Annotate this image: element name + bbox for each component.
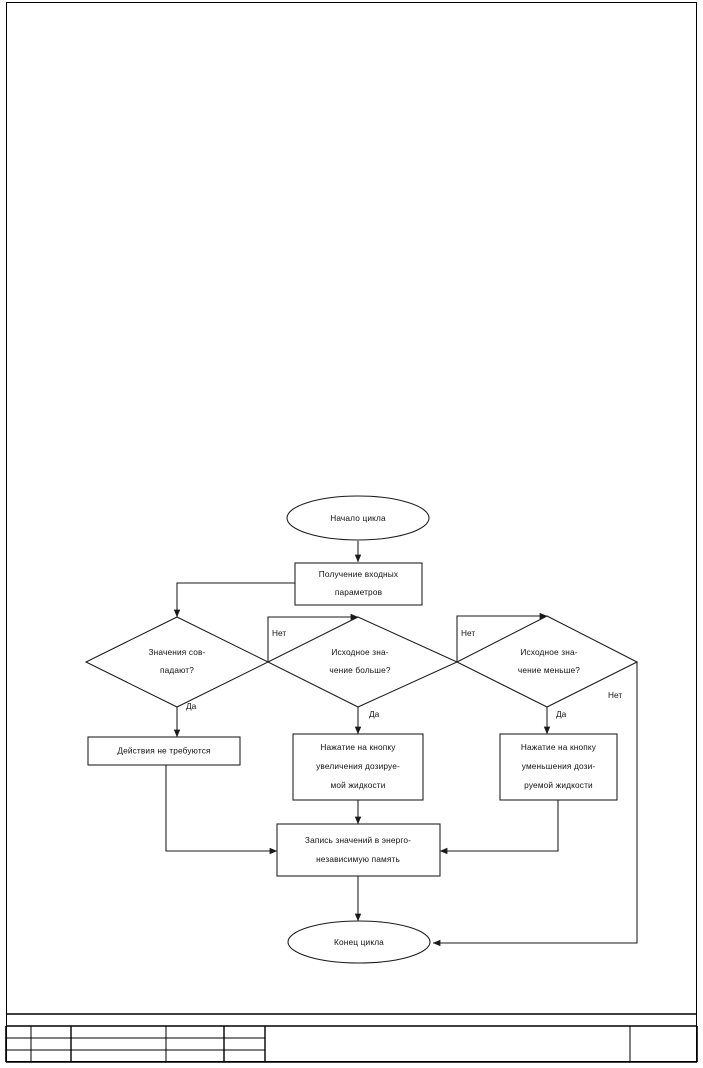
node-press-decrease-line-3: руемой жидкости [524, 780, 593, 790]
node-decision-equal-line-2: падают? [160, 665, 194, 675]
node-input-params-line-1: Получение входных [319, 569, 399, 579]
node-press-increase-line-2: увеличения дозируе- [316, 761, 400, 771]
node-press-increase-line-3: мой жидкости [330, 780, 385, 790]
node-press-decrease[interactable]: Нажатие на кнопку уменьшения дози- руемо… [499, 733, 618, 801]
node-start-label: Начало цикла [330, 513, 386, 523]
node-no-action[interactable]: Действия не требуются [87, 736, 241, 766]
node-decision-less-line-2: чение меньше? [518, 665, 580, 675]
node-end[interactable]: Конец цикла [287, 920, 431, 964]
edge-greater-no-to-less [456, 612, 548, 662]
edge-label-equal-yes: Да [186, 701, 197, 711]
node-save-memory-line-2: независимую память [316, 854, 400, 864]
edge-label-less-no-right: Нет [608, 690, 622, 700]
node-end-label: Конец цикла [334, 937, 384, 947]
node-save-memory-line-1: Запись значений в энерго- [305, 835, 411, 845]
node-press-decrease-line-1: Нажатие на кнопку [521, 742, 597, 752]
node-press-increase-line-1: Нажатие на кнопку [320, 742, 396, 752]
node-decision-equal-line-1: Значения сов- [149, 647, 206, 657]
node-input-params[interactable]: Получение входных параметров [294, 562, 423, 606]
node-decision-less[interactable]: Исходное зна- чение меньше? [455, 615, 639, 708]
edge-label-equal-no: Нет [272, 628, 286, 638]
node-start[interactable]: Начало цикла [286, 495, 430, 541]
edge-label-greater-yes: Да [369, 709, 380, 719]
edge-input-to-decision-equal [173, 582, 295, 618]
node-press-decrease-line-2: уменьшения дози- [522, 761, 596, 771]
node-input-params-line-2: параметров [335, 587, 383, 597]
title-block [5, 1013, 698, 1063]
edge-no-action-to-save [165, 765, 278, 855]
edge-less-no-to-end [432, 662, 638, 947]
node-decision-greater[interactable]: Исходное зна- чение больше? [266, 616, 459, 708]
node-decision-greater-line-1: Исходное зна- [331, 647, 388, 657]
node-decision-equal[interactable]: Значения сов- падают? [84, 616, 270, 708]
edge-label-greater-no: Нет [461, 628, 475, 638]
edge-label-less-yes: Да [556, 709, 567, 719]
node-decision-less-line-1: Исходное зна- [520, 647, 577, 657]
node-decision-greater-line-2: чение больше? [329, 665, 390, 675]
node-press-increase[interactable]: Нажатие на кнопку увеличения дозируе- мо… [292, 733, 424, 801]
edge-equal-no-to-greater [267, 613, 359, 662]
node-no-action-label: Действия не требуются [117, 746, 210, 756]
node-save-memory[interactable]: Запись значений в энерго- независимую па… [276, 823, 441, 877]
edge-decrease-to-save [439, 800, 559, 855]
